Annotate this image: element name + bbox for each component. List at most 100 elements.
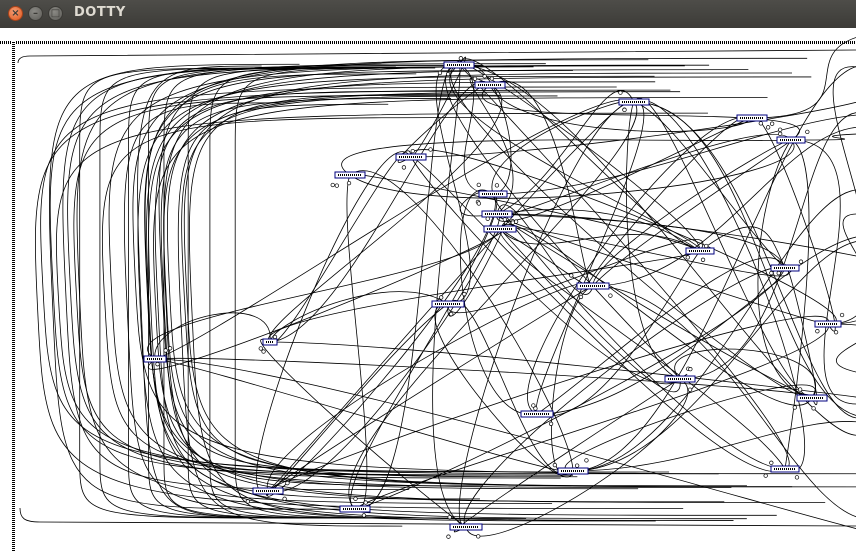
graph-port — [245, 499, 250, 504]
graph-edge — [458, 64, 790, 470]
graph-edge — [166, 76, 856, 488]
graph-port — [502, 217, 507, 222]
graph-edge — [527, 116, 753, 415]
graph-edge — [137, 65, 278, 518]
graph-port — [155, 362, 160, 367]
title-bar[interactable]: × – □ DOTTY — [0, 0, 856, 28]
graph-port — [815, 329, 820, 334]
minimize-icon: – — [33, 8, 38, 19]
graph-port — [622, 107, 627, 113]
graph-edge — [827, 323, 856, 373]
graph-port — [476, 201, 481, 206]
graph-edge — [147, 228, 505, 370]
graph-port — [794, 475, 800, 480]
graph-port — [346, 180, 352, 186]
graph-edge — [458, 64, 494, 195]
graph-port — [510, 220, 515, 225]
graph-edge — [269, 150, 412, 344]
graph-port — [446, 534, 451, 539]
graph-edge — [499, 228, 786, 470]
graph-port — [574, 463, 580, 468]
graph-edge — [269, 291, 449, 343]
graph-edge — [592, 285, 856, 517]
graph-edge — [34, 89, 684, 510]
graph-edge — [268, 250, 701, 343]
graph-port — [462, 291, 467, 297]
graph-edge — [101, 117, 538, 476]
graph-edge — [137, 75, 656, 522]
graph-edge — [147, 228, 501, 360]
graph-port — [439, 295, 444, 300]
graph-edge — [492, 193, 786, 470]
graph-port — [578, 294, 584, 300]
graph-edge — [465, 378, 689, 537]
graph-port — [704, 243, 709, 249]
graph-edge — [489, 84, 753, 132]
graph-edge — [73, 94, 573, 476]
graph-edges — [17, 37, 856, 537]
graph-edge — [499, 228, 701, 252]
graph-drawing[interactable] — [0, 28, 856, 551]
graph-canvas[interactable] — [0, 28, 856, 551]
graph-port — [282, 496, 287, 501]
graph-port — [778, 131, 783, 136]
graph-port — [569, 273, 574, 278]
graph-port — [798, 259, 804, 264]
graph-edge — [346, 174, 368, 510]
graph-edge — [496, 213, 813, 399]
graph-edge — [592, 139, 792, 287]
graph-edge — [790, 133, 856, 141]
graph-port — [685, 255, 690, 260]
graph-port — [792, 405, 797, 410]
graph-port — [285, 480, 290, 486]
graph-edge — [154, 357, 816, 399]
minimize-button[interactable]: – — [28, 6, 43, 21]
graph-edge — [266, 193, 496, 497]
graph-edge — [181, 95, 578, 478]
graph-port — [811, 406, 816, 411]
graph-edge — [148, 67, 369, 519]
graph-port — [472, 76, 478, 81]
graph-edge — [499, 224, 813, 406]
graph-port — [700, 257, 706, 262]
graph-port — [410, 148, 415, 154]
graph-edge — [572, 241, 856, 472]
graph-edge — [17, 49, 856, 64]
graph-edge — [564, 384, 816, 472]
graph-port — [552, 462, 558, 468]
graph-edge — [49, 65, 505, 476]
graph-port — [272, 334, 278, 340]
graph-edge — [256, 151, 412, 493]
graph-edge — [154, 312, 271, 360]
graph-port — [458, 56, 464, 61]
graph-edge — [496, 133, 792, 217]
graph-port — [476, 534, 481, 539]
graph-edge — [154, 99, 635, 360]
graph-port — [363, 500, 368, 505]
maximize-button[interactable]: □ — [48, 6, 63, 21]
graph-edge — [679, 112, 856, 380]
graph-edge — [341, 139, 792, 176]
graph-port — [494, 183, 500, 188]
graph-edge — [751, 37, 856, 119]
graph-edge — [234, 67, 456, 519]
graph-edge — [410, 156, 786, 472]
graph-edge — [209, 67, 430, 519]
graph-port — [608, 293, 613, 298]
graph-port — [361, 513, 367, 518]
graph-port — [401, 165, 407, 170]
close-button[interactable]: × — [8, 6, 23, 21]
graph-edge — [572, 189, 856, 472]
graph-edge — [572, 66, 856, 472]
graph-port — [778, 127, 783, 132]
graph-port — [330, 182, 335, 188]
graph-edge — [269, 341, 856, 398]
graph-port — [489, 76, 494, 81]
graph-port — [776, 270, 781, 276]
graph-edge — [827, 213, 856, 325]
graph-edge — [187, 67, 409, 519]
graph-edge — [163, 91, 747, 487]
close-icon: × — [11, 8, 20, 19]
graph-edge — [146, 69, 777, 516]
graph-edge — [496, 90, 635, 215]
